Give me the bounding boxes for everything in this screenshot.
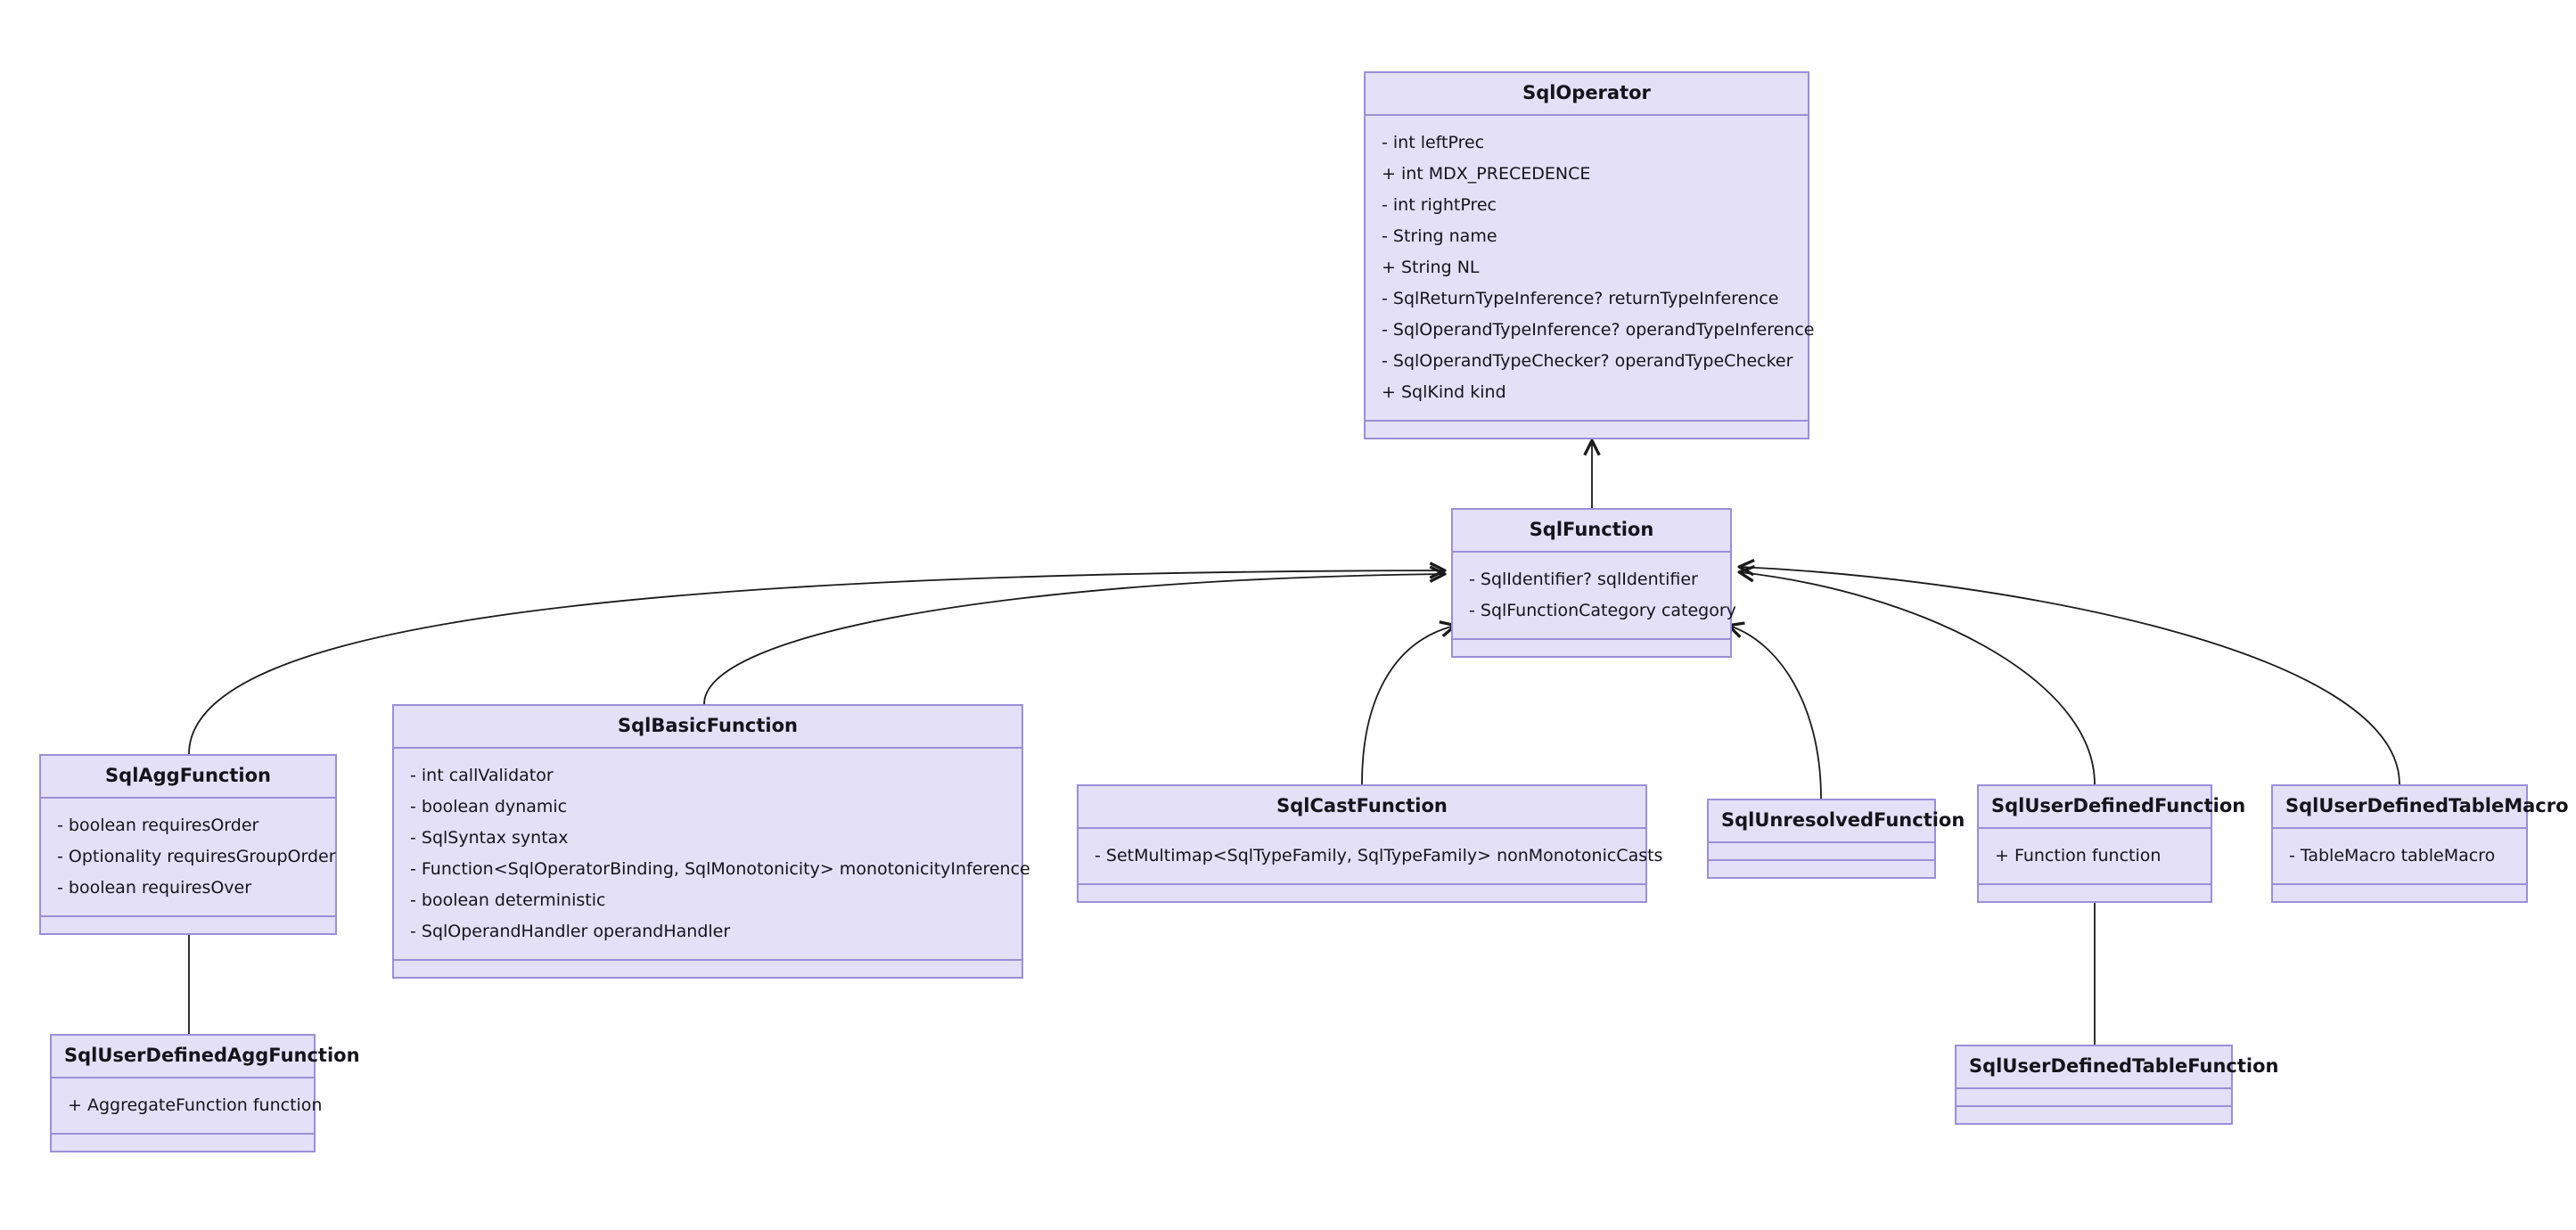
- uml-class-sqlcastfunction[interactable]: SqlCastFunction - SetMultimap<SqlTypeFami…: [1077, 784, 1663, 903]
- uml-methods-compartment: [41, 917, 335, 933]
- uml-methods-compartment: [1366, 422, 1808, 438]
- uml-class-sqluserdefinedfunction[interactable]: SqlUserDefinedFunction + Function functio…: [1977, 784, 2245, 903]
- uml-attributes-compartment: - boolean requiresOrder - Optionality req…: [41, 799, 336, 917]
- uml-class-sqloperator[interactable]: SqlOperator - int leftPrec + int MDX_PRECE…: [1364, 71, 1815, 439]
- uml-attributes-compartment: - SetMultimap<SqlTypeFamily, SqlTypeFami…: [1079, 829, 1663, 885]
- uml-attribute: - int leftPrec: [1382, 133, 1485, 152]
- uml-methods-compartment: [1453, 640, 1730, 656]
- relationship-generalization: [703, 574, 1444, 705]
- uml-attribute: + SqlKind kind: [1382, 382, 1506, 402]
- uml-methods-compartment: [2273, 885, 2526, 901]
- uml-class-title: SqlCastFunction: [1079, 786, 1645, 829]
- uml-attribute: - SqlFunctionCategory category: [1469, 601, 1736, 620]
- uml-attribute: - boolean dynamic: [410, 797, 568, 816]
- uml-attributes-compartment: - int callValidator - boolean dynamic - Sq…: [394, 749, 1030, 961]
- uml-attribute: - TableMacro tableMacro: [2289, 846, 2496, 865]
- uml-attribute: + String NL: [1382, 258, 1480, 277]
- uml-attribute: - SqlSyntax syntax: [410, 828, 569, 848]
- uml-class-sqluserdefinedtablemacro[interactable]: SqlUserDefinedTableMacro - TableMacro tab…: [2271, 784, 2569, 903]
- uml-class-sqluserdefinedaggfunction[interactable]: SqlUserDefinedAggFunction + AggregateFunc…: [50, 1034, 360, 1152]
- uml-attributes-compartment: - int leftPrec + int MDX_PRECEDENCE - int …: [1366, 116, 1815, 422]
- uml-attribute: - SetMultimap<SqlTypeFamily, SqlTypeFami…: [1095, 846, 1663, 865]
- uml-methods-compartment: [394, 961, 1021, 977]
- uml-class-sqlunresolvedfunction[interactable]: SqlUnresolvedFunction: [1707, 799, 1965, 879]
- uml-attribute: - SqlReturnTypeInference? returnTypeInfe…: [1382, 289, 1779, 308]
- uml-class-title: SqlUserDefinedAggFunction: [52, 1036, 360, 1078]
- uml-class-title: SqlBasicFunction: [394, 706, 1021, 749]
- uml-class-sqlfunction[interactable]: SqlFunction- SqlIdentifier? sqlIdentifie…: [1451, 508, 1736, 658]
- uml-attribute: + Function function: [1995, 846, 2162, 865]
- uml-class-title: SqlOperator: [1366, 73, 1808, 116]
- uml-attribute: - SqlOperandTypeInference? operandTypeIn…: [1382, 320, 1815, 340]
- uml-attribute: - String name: [1382, 226, 1497, 246]
- uml-class-title: SqlFunction: [1453, 510, 1730, 553]
- uml-methods-compartment: [1957, 1107, 2231, 1123]
- uml-methods-compartment: [52, 1135, 314, 1151]
- uml-attribute: + int MDX_PRECEDENCE: [1382, 164, 1591, 184]
- uml-attributes-compartment: + Function function: [1979, 829, 2211, 885]
- relationship-generalization: [1740, 572, 2096, 785]
- uml-attribute: - Optionality requiresGroupOrder: [57, 847, 336, 866]
- uml-attribute: - boolean requiresOver: [57, 878, 252, 898]
- uml-class-sqluserdefinedtablefunction[interactable]: SqlUserDefinedTableFunction: [1955, 1045, 2279, 1125]
- uml-attributes-compartment: + AggregateFunction function: [52, 1078, 323, 1135]
- uml-class-title: SqlUserDefinedTableFunction: [1957, 1046, 2279, 1089]
- uml-attribute: - boolean requiresOrder: [57, 816, 259, 835]
- uml-methods-compartment: [1079, 885, 1645, 901]
- uml-methods-compartment: [1979, 885, 2211, 901]
- uml-attributes-compartment: [1957, 1089, 2231, 1107]
- uml-class-title: SqlUserDefinedTableMacro: [2273, 786, 2569, 829]
- relationship-generalization: [1740, 567, 2400, 785]
- uml-methods-compartment: [1709, 861, 1934, 877]
- uml-attributes-compartment: - SqlIdentifier? sqlIdentifier - SqlFunct…: [1453, 553, 1736, 640]
- uml-attribute: - SqlIdentifier? sqlIdentifier: [1469, 570, 1698, 589]
- uml-class-sqlaggfunction[interactable]: SqlAggFunction - boolean requiresOrder - O…: [39, 754, 337, 935]
- uml-attributes-compartment: [1709, 843, 1934, 861]
- uml-attribute: - int callValidator: [410, 766, 554, 785]
- relationship-generalization: [1361, 626, 1455, 785]
- uml-class-sqlbasicfunction[interactable]: SqlBasicFunction - int callValidator - boo…: [392, 704, 1030, 979]
- uml-attribute: - SqlOperandTypeChecker? operandTypeChec…: [1382, 351, 1793, 371]
- uml-attribute: - SqlOperandHandler operandHandler: [410, 922, 731, 941]
- uml-attributes-compartment: - TableMacro tableMacro: [2273, 829, 2526, 885]
- relationship-generalization: [1729, 626, 1822, 800]
- uml-attribute: - int rightPrec: [1382, 195, 1497, 215]
- uml-class-title: SqlUnresolvedFunction: [1709, 800, 1965, 843]
- uml-attribute: + AggregateFunction function: [68, 1095, 323, 1115]
- uml-class-title: SqlUserDefinedFunction: [1979, 786, 2245, 829]
- uml-attribute: - boolean deterministic: [410, 890, 606, 910]
- uml-attribute: - Function<SqlOperatorBinding, SqlMonoto…: [410, 859, 1030, 879]
- uml-class-title: SqlAggFunction: [41, 756, 335, 799]
